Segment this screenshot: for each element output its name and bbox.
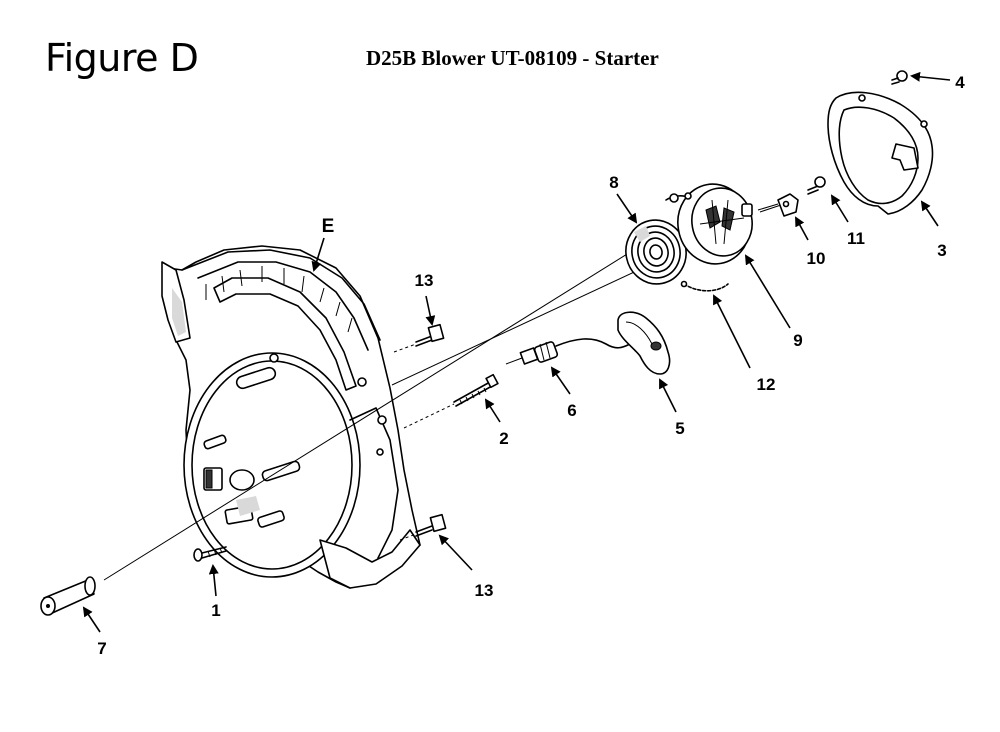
part-5-handle [617, 311, 671, 375]
part-9-pulley [665, 183, 753, 265]
callout-9: 9 [793, 331, 802, 350]
callout-12: 12 [757, 375, 776, 394]
part-12-clip [680, 280, 729, 292]
callout-labels: 1 2 3 4 5 6 7 8 9 10 11 12 13 13 E [97, 73, 965, 658]
callout-E: E [322, 216, 335, 237]
figure-label: Figure D [45, 36, 199, 80]
callout-3: 3 [937, 241, 946, 260]
callout-2: 2 [499, 429, 508, 448]
callout-11: 11 [847, 229, 865, 248]
callout-10: 10 [807, 249, 826, 268]
callout-1: 1 [211, 601, 220, 620]
leader-arrows [82, 71, 951, 633]
callout-8: 8 [609, 173, 618, 192]
part-13-bolt-bottom [399, 513, 447, 541]
part-6-grommet [505, 341, 559, 365]
part-8-spring [625, 219, 687, 285]
assembly-axis-line [103, 245, 641, 581]
part-13-bolt-top [393, 323, 445, 353]
callout-13-top: 13 [415, 271, 434, 290]
callout-13-bottom: 13 [475, 581, 494, 600]
diagram-title: D25B Blower UT-08109 - Starter [366, 46, 659, 70]
callout-6: 6 [567, 401, 576, 420]
callout-4: 4 [955, 73, 965, 92]
part-7-sleeve [40, 576, 96, 616]
part-4-screw [891, 70, 908, 85]
part-2-screw [403, 373, 499, 429]
part-1-screw [193, 546, 227, 562]
blower-housing [161, 245, 421, 589]
part-3-cover [827, 91, 934, 215]
part-11-screw [807, 176, 826, 195]
callout-7: 7 [97, 639, 106, 658]
callout-5: 5 [675, 419, 684, 438]
part-10-pawl [757, 193, 799, 217]
starter-rope [555, 338, 631, 349]
